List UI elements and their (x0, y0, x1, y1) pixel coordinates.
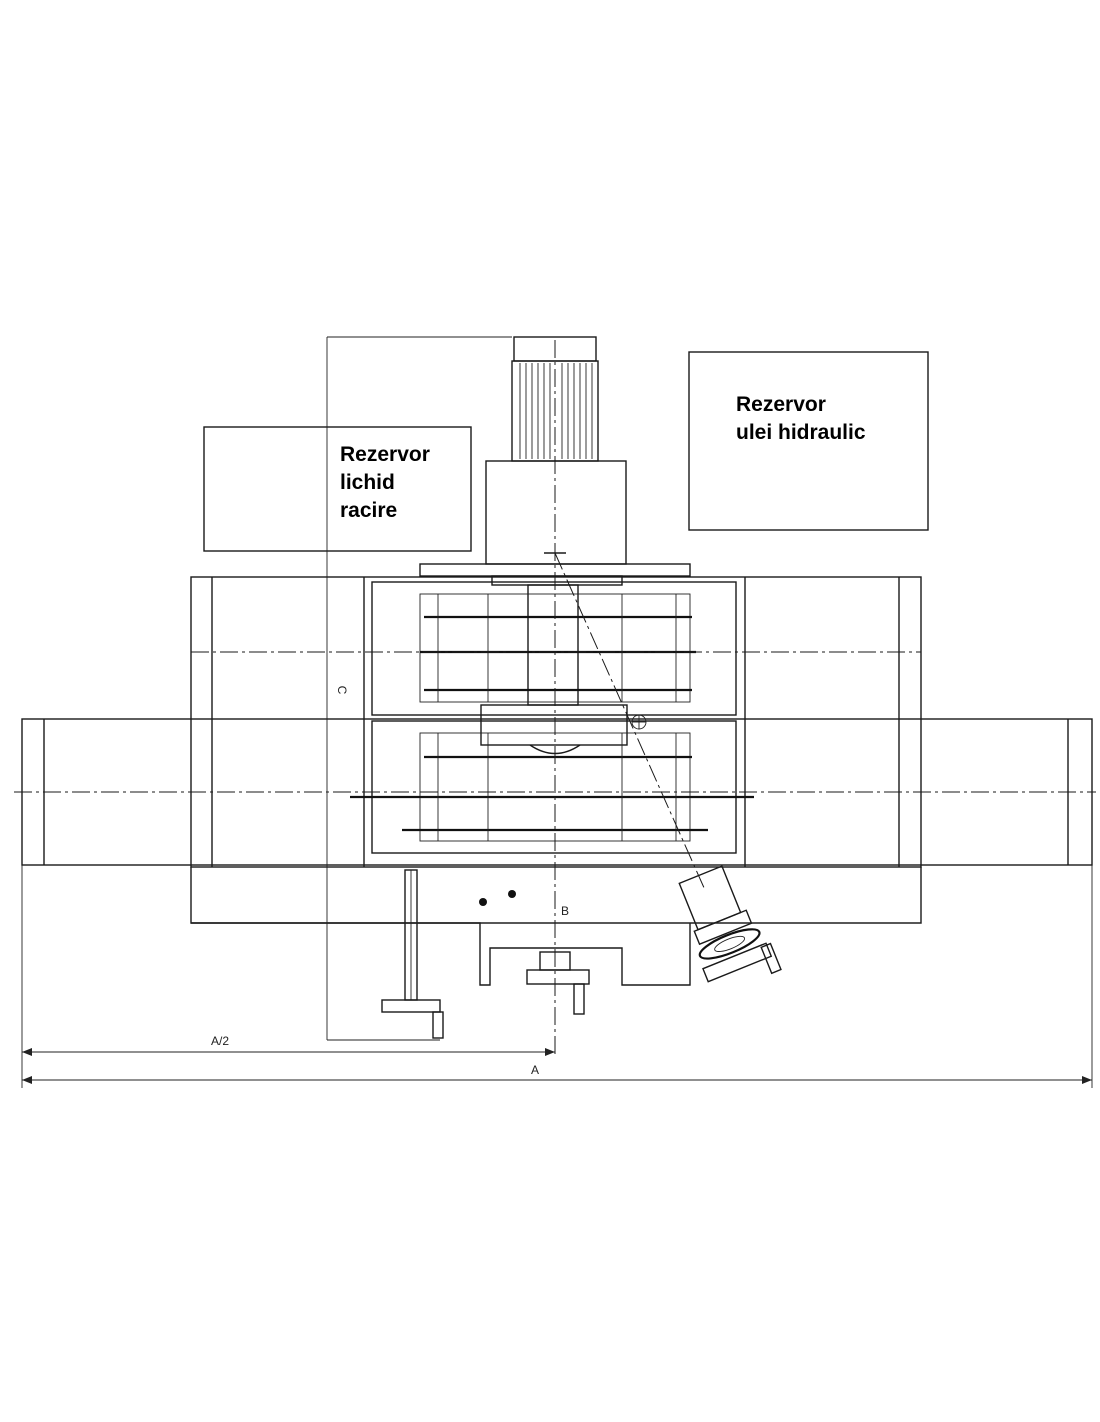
dimension-b-label: B (561, 904, 569, 918)
hydraulic-tank-label: Rezervor ulei hidraulic (736, 391, 866, 447)
machine-base (190, 867, 922, 986)
dimension-a-label: A (531, 1063, 539, 1077)
dimension-a-half-label: A/2 (211, 1034, 229, 1048)
center-lines (14, 340, 1096, 1055)
coolant-tank-box (203, 426, 472, 552)
hydraulic-tank-line-2: ulei hidraulic (736, 421, 866, 444)
dimension-a (22, 865, 1093, 1088)
center-leveling-foot (526, 951, 590, 1015)
dimension-c-label: C (335, 686, 349, 695)
lower-guide-block (350, 732, 754, 842)
indicator-dot (508, 890, 516, 898)
hydraulic-tank-line-1: Rezervor (736, 393, 826, 416)
spindle-column (480, 584, 628, 755)
machine-body (190, 576, 922, 868)
hydraulic-tank-box (688, 351, 929, 531)
coolant-tank-label: Rezervor lichid racire (340, 441, 430, 525)
coolant-tank-line-2: lichid (340, 471, 395, 494)
side-bolt (631, 714, 647, 730)
indicator-dot (479, 898, 487, 906)
handwheel-assembly (678, 865, 782, 983)
upper-guide-block (419, 593, 696, 703)
dimension-a-half (21, 865, 555, 1088)
coolant-tank-line-1: Rezervor (340, 443, 430, 466)
left-leveling-foot (381, 869, 444, 1039)
gearbox (419, 460, 691, 586)
motor (511, 336, 599, 462)
coolant-tank-line-3: racire (340, 499, 398, 522)
